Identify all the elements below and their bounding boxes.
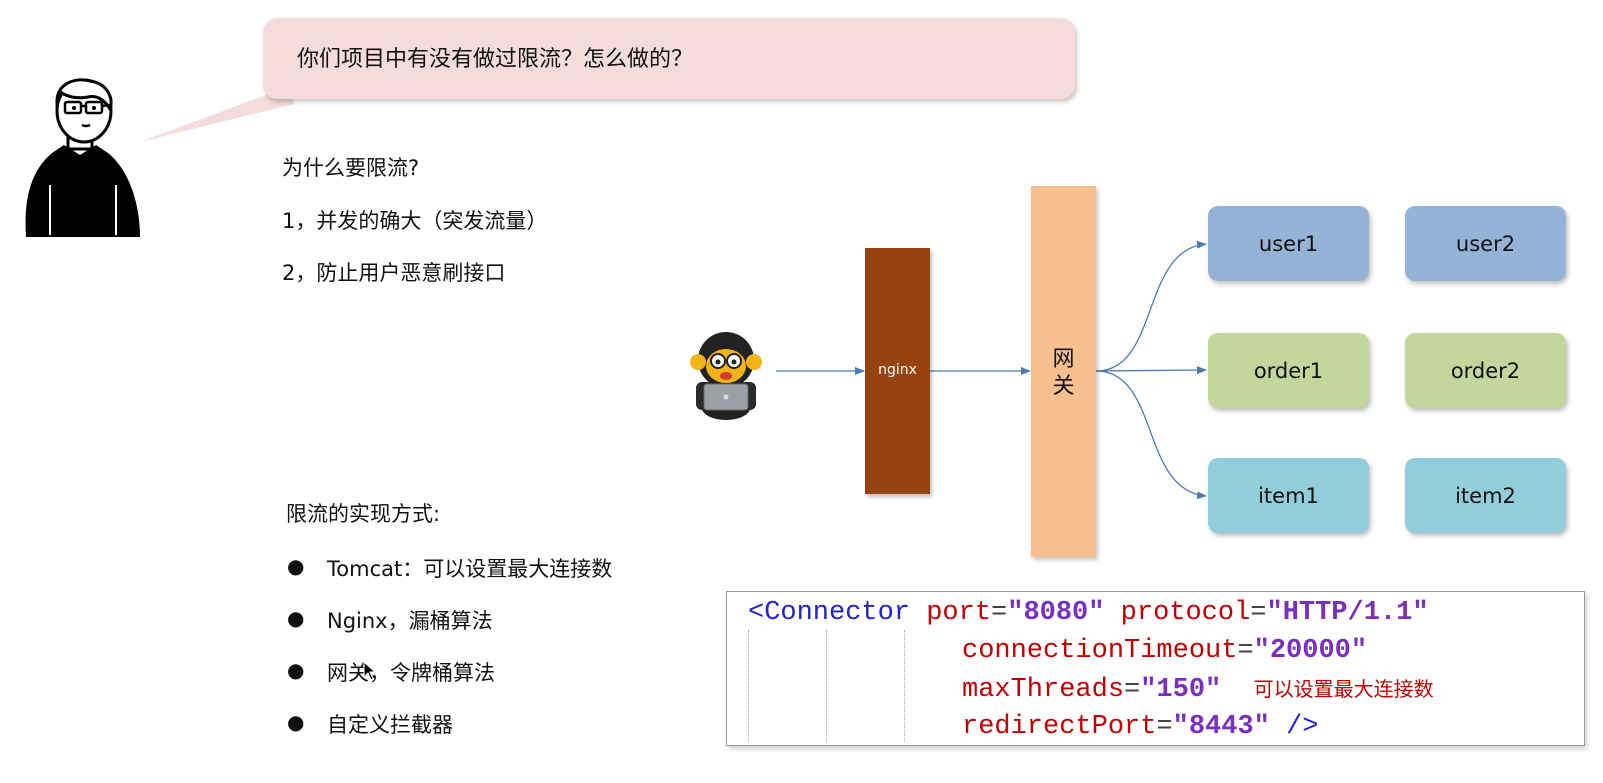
code-val-timeout: "20000" bbox=[1254, 636, 1367, 666]
gateway-label-text: 网 关 bbox=[1031, 346, 1096, 400]
code-line-2: connectionTimeout="20000" bbox=[962, 636, 1367, 666]
code-val-redirect: "8443" bbox=[1173, 712, 1270, 742]
arrow-gateway-to-user1 bbox=[1096, 244, 1206, 371]
service-user1: user1 bbox=[1208, 206, 1369, 281]
indent-guide bbox=[748, 630, 749, 742]
code-attr-maxthreads: maxThreads bbox=[962, 675, 1124, 705]
code-line-1: <Connector port="8080" protocol="HTTP/1.… bbox=[748, 598, 1429, 628]
code-val-port: "8080" bbox=[1007, 598, 1104, 628]
service-item2: item2 bbox=[1405, 458, 1566, 533]
arrow-gateway-to-order1 bbox=[1096, 370, 1206, 371]
code-attr-protocol: protocol bbox=[1121, 598, 1251, 628]
code-val-maxthreads: "150" bbox=[1140, 675, 1221, 705]
code-line-3: maxThreads="150" 可以设置最大连接数 bbox=[962, 674, 1434, 705]
code-tag: <Connector bbox=[748, 598, 910, 628]
code-note: 可以设置最大连接数 bbox=[1254, 677, 1434, 701]
code-attr-redirect: redirectPort bbox=[962, 712, 1156, 742]
code-close: /> bbox=[1286, 712, 1318, 742]
service-user2: user2 bbox=[1405, 206, 1566, 281]
service-item1: item1 bbox=[1208, 458, 1369, 533]
code-attr-port: port bbox=[926, 598, 991, 628]
code-line-4: redirectPort="8443" /> bbox=[962, 712, 1318, 742]
gateway-label: 网 关 bbox=[1031, 346, 1096, 400]
service-order2: order2 bbox=[1405, 333, 1566, 408]
arrow-gateway-to-item1 bbox=[1096, 371, 1206, 496]
service-order1: order1 bbox=[1208, 333, 1369, 408]
indent-guide bbox=[904, 630, 905, 742]
code-attr-timeout: connectionTimeout bbox=[962, 636, 1237, 666]
nginx-label: nginx bbox=[865, 362, 930, 378]
indent-guide bbox=[826, 630, 827, 742]
code-val-protocol: "HTTP/1.1" bbox=[1267, 598, 1429, 628]
